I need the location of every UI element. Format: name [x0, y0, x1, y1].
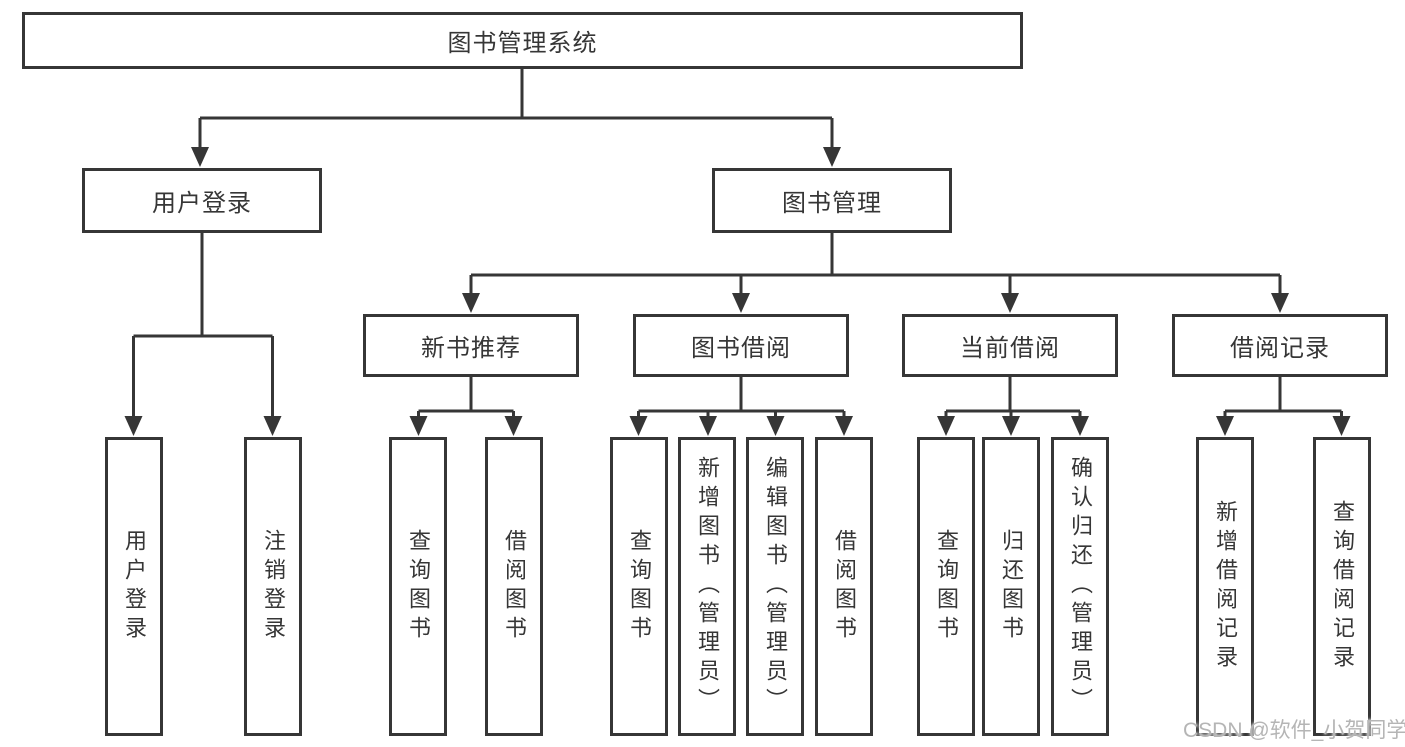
csdn-watermark: CSDN @软件_小贺同学	[1183, 719, 1405, 742]
leaf-borrow-books: 借阅图书	[815, 437, 873, 736]
arrowheads	[124, 147, 1351, 436]
leaf-confirm-return-admin: 确认归还（管理员）	[1051, 437, 1109, 736]
node-new-book-recommend: 新书推荐	[363, 314, 579, 377]
leaf-edit-books-admin: 编辑图书（管理员）	[746, 437, 804, 736]
node-current-borrow: 当前借阅	[902, 314, 1118, 377]
leaf-query-borrow-record: 查询借阅记录	[1313, 437, 1371, 736]
leaf-borrow-books-recommend: 借阅图书	[485, 437, 543, 736]
node-book-management: 图书管理	[712, 168, 952, 233]
node-user-login: 用户登录	[82, 168, 322, 233]
node-borrow-records: 借阅记录	[1172, 314, 1388, 377]
leaf-query-books-recommend: 查询图书	[389, 437, 447, 736]
leaf-user-login: 用户登录	[105, 437, 163, 736]
node-root-library-system: 图书管理系统	[22, 12, 1023, 69]
leaf-logout: 注销登录	[244, 437, 302, 736]
leaf-query-books-borrow: 查询图书	[610, 437, 668, 736]
node-book-borrow: 图书借阅	[633, 314, 849, 377]
leaf-add-borrow-record: 新增借阅记录	[1196, 437, 1254, 736]
leaf-add-books-admin: 新增图书（管理员）	[678, 437, 736, 736]
leaf-return-books: 归还图书	[982, 437, 1040, 736]
leaf-query-books-current: 查询图书	[917, 437, 975, 736]
